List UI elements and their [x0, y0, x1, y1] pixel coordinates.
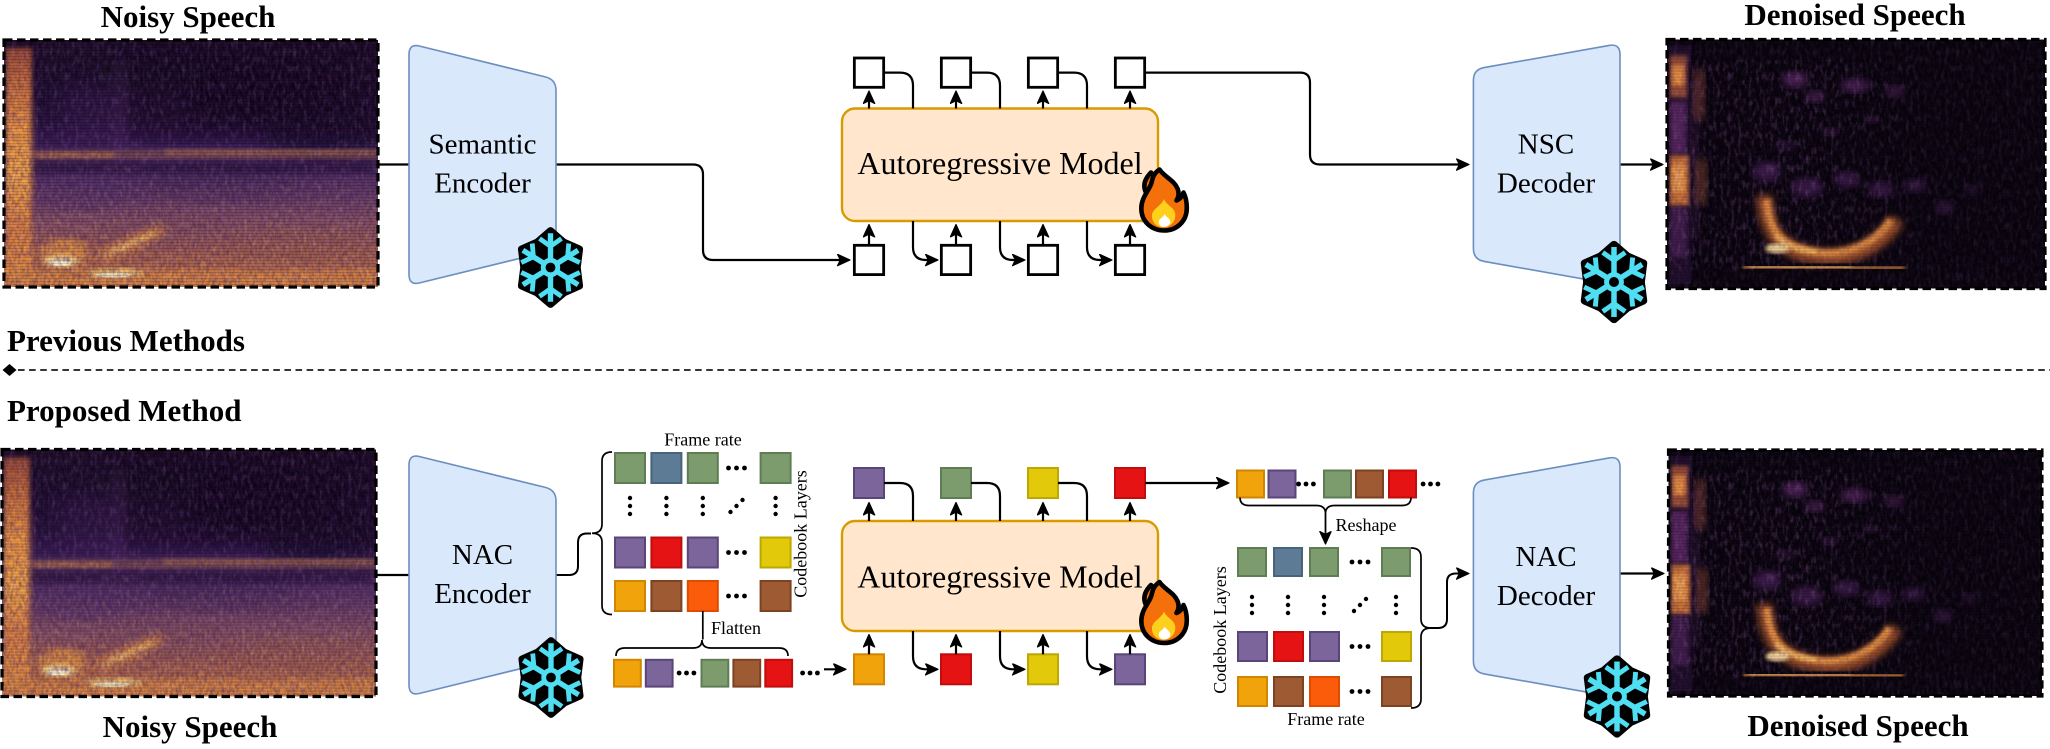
- svg-text:Flatten: Flatten: [711, 618, 761, 638]
- svg-text:NAC: NAC: [452, 539, 513, 571]
- svg-text:Codebook Layers: Codebook Layers: [1210, 566, 1230, 693]
- svg-text:Decoder: Decoder: [1497, 580, 1596, 612]
- svg-text:Encoder: Encoder: [434, 578, 531, 610]
- svg-text:Noisy Speech: Noisy Speech: [103, 709, 278, 744]
- svg-text:Autoregressive Model: Autoregressive Model: [857, 559, 1142, 595]
- svg-text:Semantic: Semantic: [429, 129, 537, 161]
- svg-text:Denoised Speech: Denoised Speech: [1744, 0, 1965, 32]
- svg-text:Previous Methods: Previous Methods: [7, 323, 245, 358]
- svg-text:NSC: NSC: [1518, 129, 1574, 161]
- svg-text:Noisy Speech: Noisy Speech: [101, 0, 276, 34]
- svg-text:Codebook Layers: Codebook Layers: [791, 470, 811, 597]
- svg-text:Autoregressive Model: Autoregressive Model: [857, 145, 1142, 181]
- svg-text:Reshape: Reshape: [1336, 515, 1397, 535]
- svg-text:Encoder: Encoder: [434, 168, 531, 200]
- svg-text:Frame rate: Frame rate: [1287, 709, 1364, 729]
- svg-text:Denoised Speech: Denoised Speech: [1747, 708, 1968, 743]
- svg-text:Decoder: Decoder: [1497, 168, 1596, 200]
- svg-text:Proposed Method: Proposed Method: [7, 393, 242, 428]
- svg-text:NAC: NAC: [1515, 541, 1576, 573]
- svg-text:Frame rate: Frame rate: [664, 430, 741, 450]
